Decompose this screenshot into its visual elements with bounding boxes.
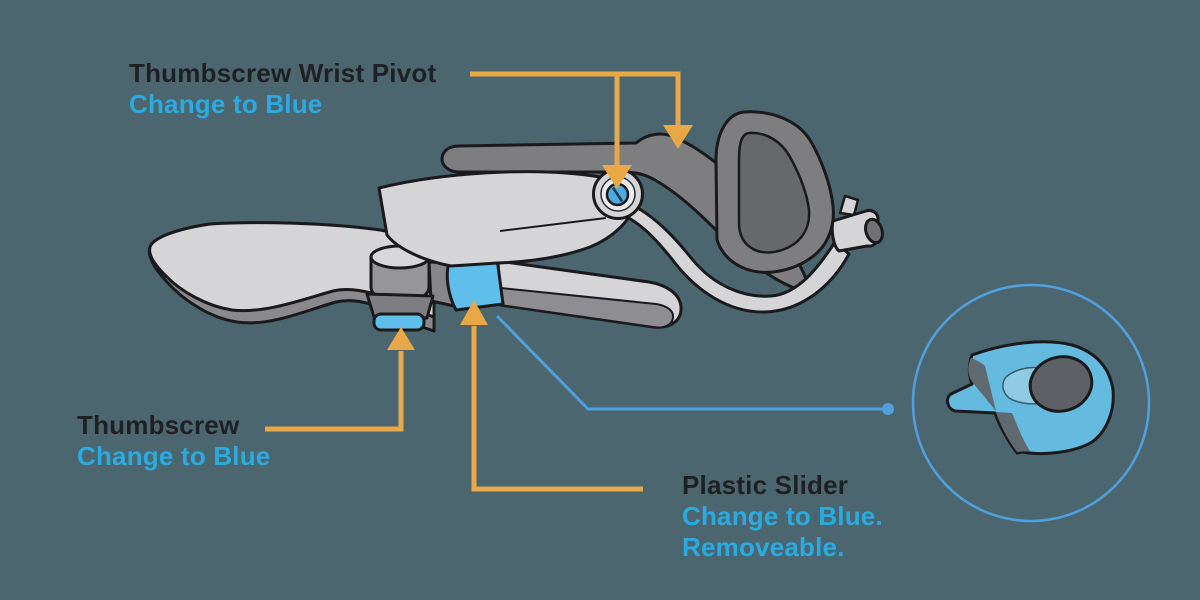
wrist-pivot-subtitle: Change to Blue [129, 89, 323, 119]
arm-peg-tab [838, 194, 860, 217]
thumbscrew-title: Thumbscrew [77, 410, 240, 440]
part-peg [1028, 355, 1094, 413]
thumbscrew-subtitle: Change to Blue [77, 441, 271, 471]
wrist-pivot-title: Thumbscrew Wrist Pivot [129, 58, 437, 88]
slider-bar [496, 259, 683, 329]
plastic-slider-title: Plastic Slider [682, 470, 849, 500]
handle-loop-window [737, 131, 811, 254]
plastic-slider-arrowhead [460, 300, 488, 325]
forearm-platform [147, 221, 436, 333]
wrist-pivot-label: Thumbscrew Wrist Pivot Change to Blue [129, 58, 436, 120]
plastic-slider-band [445, 256, 505, 312]
callout-dot [882, 403, 894, 415]
crutch-dark-frame [440, 110, 835, 292]
bar-side-face [499, 287, 675, 329]
clamp-block [365, 292, 435, 320]
thumbscrew-label: Thumbscrew Change to Blue [77, 410, 270, 472]
slider-detail-part [946, 340, 1115, 456]
wrist-pivot-assembly [592, 168, 644, 220]
clamp-assembly [365, 244, 461, 332]
plastic-slider-subtitle2: Removeable. [682, 532, 845, 562]
plastic-slider-subtitle: Change to Blue. [682, 501, 883, 531]
part-left-face [968, 358, 996, 411]
handle-top-arrowhead [663, 125, 693, 149]
slider-detail-callout [495, 283, 1151, 523]
thumbscrew-pad [372, 312, 426, 332]
saddle-crease-line [499, 217, 607, 232]
wrist-pivot-arrow-line [470, 71, 681, 127]
plastic-slider-label: Plastic Slider Change to Blue. Removeabl… [682, 470, 883, 563]
part-bottom-face [996, 412, 1030, 452]
plastic-slider-arrow-line [471, 326, 643, 492]
platform-top [148, 221, 436, 319]
wrist-saddle [377, 170, 636, 268]
detail-circle [911, 283, 1151, 523]
thumbscrew-arrow-line [265, 351, 404, 432]
thumbscrew-arrowhead [387, 327, 415, 350]
annotation-arrows [265, 71, 693, 492]
pivot-screw-slot [612, 187, 623, 202]
arm-knob [864, 217, 884, 245]
wrist-pivot-arrowhead [602, 165, 632, 189]
callout-line [495, 314, 886, 411]
